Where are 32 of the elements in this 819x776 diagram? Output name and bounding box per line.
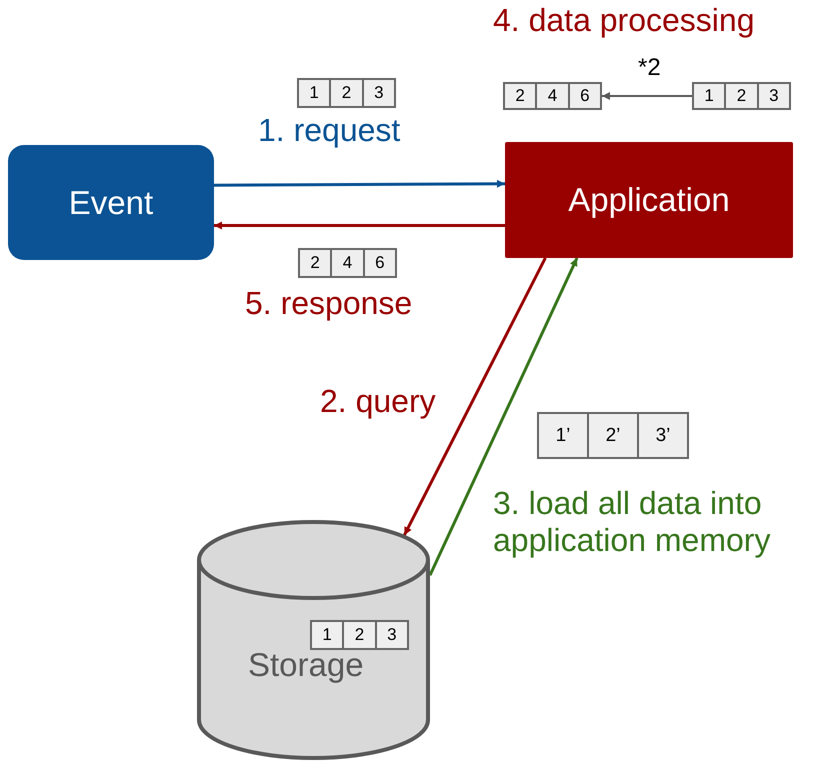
array-cell: 3 xyxy=(362,80,394,106)
array-cell: 6 xyxy=(362,250,395,276)
arrow xyxy=(403,257,547,536)
arrow xyxy=(214,180,505,188)
node-label: Storage xyxy=(248,646,364,684)
array-cell: 2 xyxy=(724,84,757,108)
array-cell: 3’ xyxy=(637,414,687,457)
array-cell-text: 1 xyxy=(703,85,715,107)
process-box: Application xyxy=(505,142,793,258)
array-cell: 6 xyxy=(568,84,600,108)
array-cell-text: 1’ xyxy=(554,424,572,448)
array-cell-text: 1 xyxy=(308,82,320,104)
arrow xyxy=(428,257,578,576)
array-box xyxy=(503,82,602,110)
array-cell-text: 2 xyxy=(514,85,526,107)
array-cell: 2 xyxy=(342,622,375,648)
array-box xyxy=(537,412,689,459)
array-cell: 4 xyxy=(330,250,363,276)
array-cell: 3 xyxy=(374,622,407,648)
array-cell: 2’ xyxy=(587,414,637,457)
array-cell: 4 xyxy=(535,84,568,108)
array-cell-text: 1 xyxy=(321,624,333,646)
array-box xyxy=(692,82,791,110)
arrow xyxy=(602,92,692,100)
event-box: Event xyxy=(8,145,214,260)
array-cell-text: 2 xyxy=(309,252,321,274)
array-cell: 3 xyxy=(756,84,789,108)
array-cell: 2 xyxy=(329,80,362,106)
arrow xyxy=(214,222,505,230)
array-box xyxy=(310,620,409,650)
array-box xyxy=(298,248,397,278)
array-box xyxy=(297,78,396,108)
